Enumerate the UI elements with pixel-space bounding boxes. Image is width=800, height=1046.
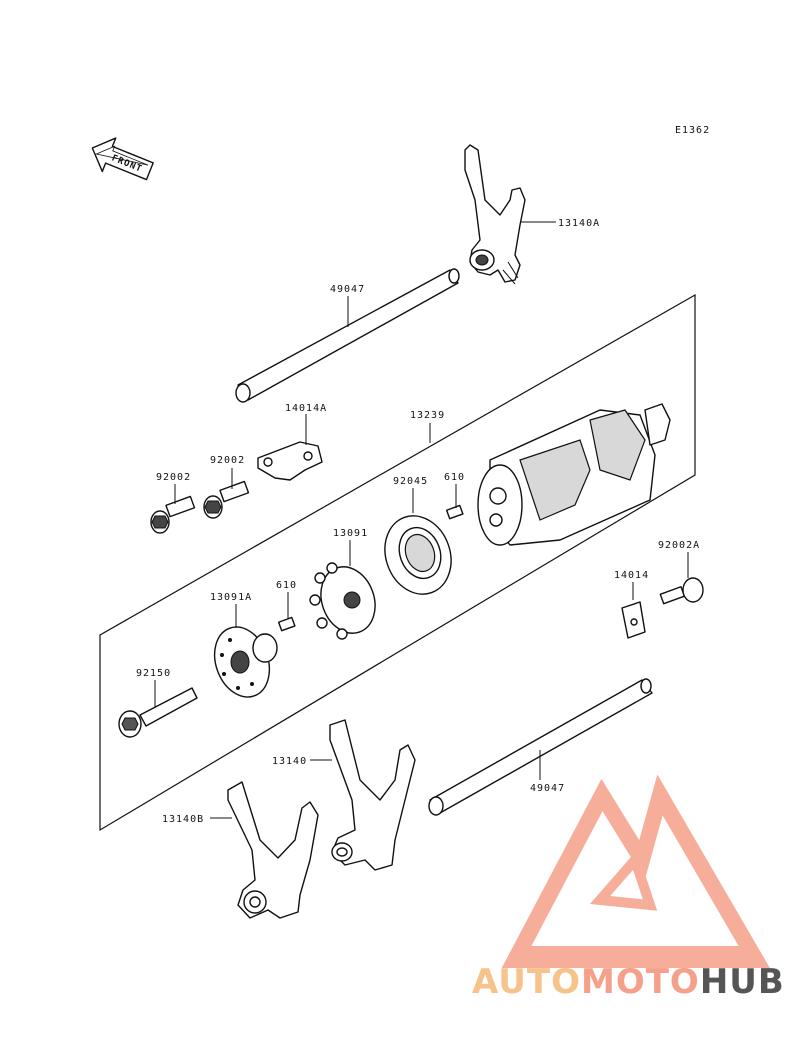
label-14014A: 14014A (285, 403, 327, 414)
shift-cam-13091A: 13091A (210, 592, 278, 698)
label-610-top: 610 (444, 472, 465, 483)
label-14014: 14014 (614, 570, 649, 581)
shift-fork-13140: 13140 (272, 719, 416, 871)
bolt-92002A: 92002A (658, 540, 704, 605)
label-92150: 92150 (136, 668, 171, 679)
label-13239: 13239 (410, 410, 445, 421)
label-13140A: 13140A (558, 218, 600, 229)
shift-fork-13140B: 13140B (162, 781, 319, 919)
label-92002-right: 92002 (210, 455, 245, 466)
shift-rod-bottom: 49047 (428, 678, 653, 816)
label-13091: 13091 (333, 528, 368, 539)
watermark-logo (501, 774, 770, 968)
label-13140B: 13140B (162, 814, 204, 825)
plate-14014A: 14014A (257, 403, 327, 481)
label-610-mid: 610 (276, 580, 297, 591)
shift-fork-13140A: 13140A (464, 144, 600, 285)
label-49047-bottom: 49047 (530, 783, 565, 794)
watermark-part3: HUB (700, 962, 785, 1002)
shift-rod-top: 49047 (235, 268, 460, 403)
reference-code: E1362 (675, 125, 710, 136)
assembly-boundary (99, 293, 696, 832)
label-13091A: 13091A (210, 592, 252, 603)
bolt-92150: 92150 (118, 668, 198, 738)
bearing-92045: 92045 (384, 476, 452, 595)
label-92045: 92045 (393, 476, 428, 487)
label-13140: 13140 (272, 756, 307, 767)
shift-drum-13239: 13239 (410, 403, 671, 546)
pin-610-mid: 610 (276, 580, 297, 632)
label-49047-top: 49047 (330, 284, 365, 295)
front-arrow-icon: FRONT (91, 137, 154, 181)
bolt-92002-right: 92002 (203, 455, 250, 519)
label-92002-left: 92002 (156, 472, 191, 483)
pin-610-top: 610 (444, 472, 465, 520)
plate-14014: 14014 (614, 570, 649, 639)
watermark-text: AUTOMOTOHUB (472, 962, 785, 1002)
label-92002A: 92002A (658, 540, 700, 551)
watermark-part1: AUTO (472, 962, 581, 1002)
pin-holder-13091: 13091 (309, 528, 376, 640)
watermark-part2: MOTO (581, 962, 700, 1002)
bolt-92002-left: 92002 (150, 472, 196, 534)
